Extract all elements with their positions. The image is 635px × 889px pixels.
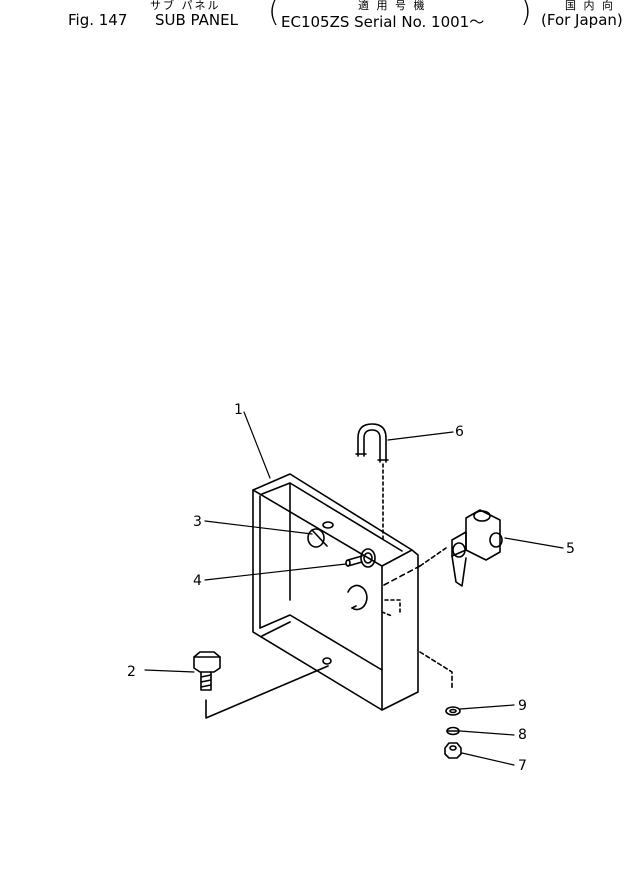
bolt-part-2 — [193, 651, 329, 719]
callout-1: 1 — [234, 402, 243, 418]
market: (For Japan) — [541, 11, 623, 29]
u-bolt-part-6 — [355, 423, 389, 541]
callout-7: 7 — [518, 758, 527, 774]
callout-6: 6 — [455, 424, 464, 440]
figure-title: SUB PANEL — [155, 11, 238, 29]
title-kana: サブ パネル — [150, 0, 221, 12]
valve-part-5 — [419, 509, 503, 587]
leader-lines — [144, 411, 564, 766]
callout-8: 8 — [518, 727, 527, 743]
callout-numbers: 1 2 3 4 5 6 7 8 9 — [127, 402, 575, 774]
callout-9: 9 — [518, 698, 527, 714]
open-paren: ( — [268, 0, 280, 29]
figure-header: Fig. 147 サブ パネル SUB PANEL ( 適 用 号 機 EC10… — [0, 0, 635, 40]
model-kana: 適 用 号 機 — [358, 0, 427, 12]
plug-part-3 — [307, 528, 328, 548]
figure-number: Fig. 147 — [68, 11, 128, 29]
sub-panel-box — [252, 473, 421, 711]
close-paren: ) — [520, 0, 532, 29]
callout-5: 5 — [566, 541, 575, 557]
callout-3: 3 — [193, 514, 202, 530]
callout-4: 4 — [193, 573, 202, 589]
callout-2: 2 — [127, 664, 136, 680]
serial-range: EC105ZS Serial No. 1001～ — [281, 13, 485, 31]
fitting-part-4 — [345, 548, 376, 568]
market-kana: 国 内 向 — [565, 0, 615, 12]
nut-and-washers-parts-7-8-9 — [419, 651, 462, 759]
